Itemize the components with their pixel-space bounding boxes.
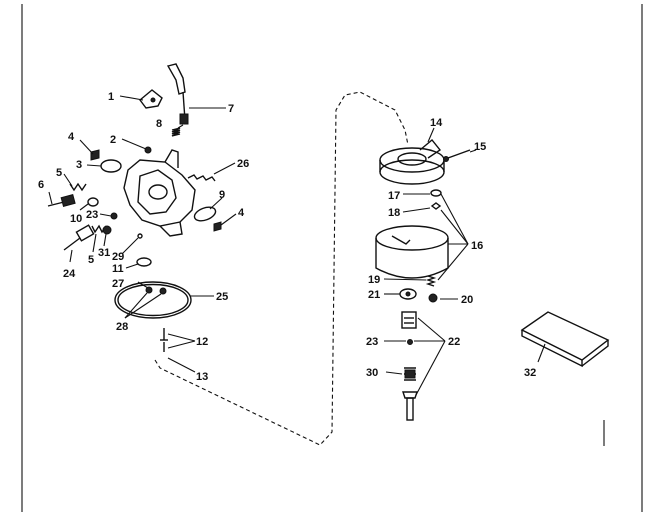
label-23-left: 23 [86,209,98,221]
choke-plate-part-3 [100,159,122,173]
nut-part-20 [428,293,438,303]
label-16: 16 [471,240,483,252]
screw-part-4-right [213,221,222,232]
label-25: 25 [216,291,228,303]
screw-part-4-top [90,149,100,161]
label-29: 29 [112,251,124,263]
label-19: 19 [368,274,380,286]
label-9: 9 [219,189,225,201]
label-24: 24 [63,268,76,280]
label-8: 8 [156,118,162,130]
label-12: 12 [196,336,208,348]
plate-part-9 [193,206,217,222]
needle-part-24 [63,224,95,251]
bowl-cover-part-14 [379,139,445,185]
float-bowl-part-16 [375,225,449,279]
label-30: 30 [366,367,378,379]
float-pin-part-11 [136,257,152,267]
label-4-top: 4 [68,131,75,143]
fitting-part-23-left [110,212,118,220]
spring-part-5-top [69,182,87,192]
left-leader-lines [48,95,237,373]
label-1: 1 [108,91,114,103]
throttle-lever [139,63,186,109]
gasket-part-25 [114,281,192,319]
label-18: 18 [388,207,400,219]
screw-part-26 [187,174,216,182]
label-7: 7 [228,103,234,115]
spring-part-30 [404,367,416,381]
connection-dashed-line [154,91,409,446]
label-10: 10 [70,213,82,225]
label-28: 28 [116,321,128,333]
manual-part-32 [520,311,610,368]
o-ring-part-10 [87,197,99,207]
label-21: 21 [368,289,380,301]
bolt-part-22-bottom [402,391,418,421]
screw-part-7 [179,91,189,125]
washer-part-31 [102,225,112,235]
label-3: 3 [76,159,82,171]
spring-part-18 [430,202,442,210]
inlet-needle-part-28 [145,286,167,295]
label-26: 26 [237,158,249,170]
fitting-part-22 [401,311,417,329]
label-20: 20 [461,294,473,306]
needle-screw-part-6 [47,193,76,207]
label-5-top: 5 [56,167,62,179]
screw-part-15 [443,149,471,162]
label-6: 6 [38,179,44,191]
pins-part-12 [160,328,168,352]
carburetor-body [123,146,196,237]
spring-part-8 [171,127,181,137]
seal-part-29 [137,233,143,239]
label-4-right: 4 [238,207,245,219]
label-17: 17 [388,190,400,202]
label-15: 15 [474,141,486,153]
bolt-part-17 [430,189,442,197]
label-32: 32 [524,367,536,379]
washer-part-21 [399,288,417,300]
label-23-right: 23 [366,336,378,348]
part-number-labels: 1 2 3 4 4 5 5 6 7 8 9 10 11 12 13 14 15 … [38,91,536,383]
spring-part-19 [425,275,437,287]
label-2: 2 [110,134,116,146]
label-11: 11 [112,263,124,275]
label-14: 14 [430,117,443,129]
label-27: 27 [112,278,124,290]
right-leader-lines [383,127,477,396]
label-5-bottom: 5 [88,254,94,266]
label-22: 22 [448,336,460,348]
label-13: 13 [196,371,208,383]
fitting-part-23-right [407,339,413,345]
label-31: 31 [98,247,110,259]
